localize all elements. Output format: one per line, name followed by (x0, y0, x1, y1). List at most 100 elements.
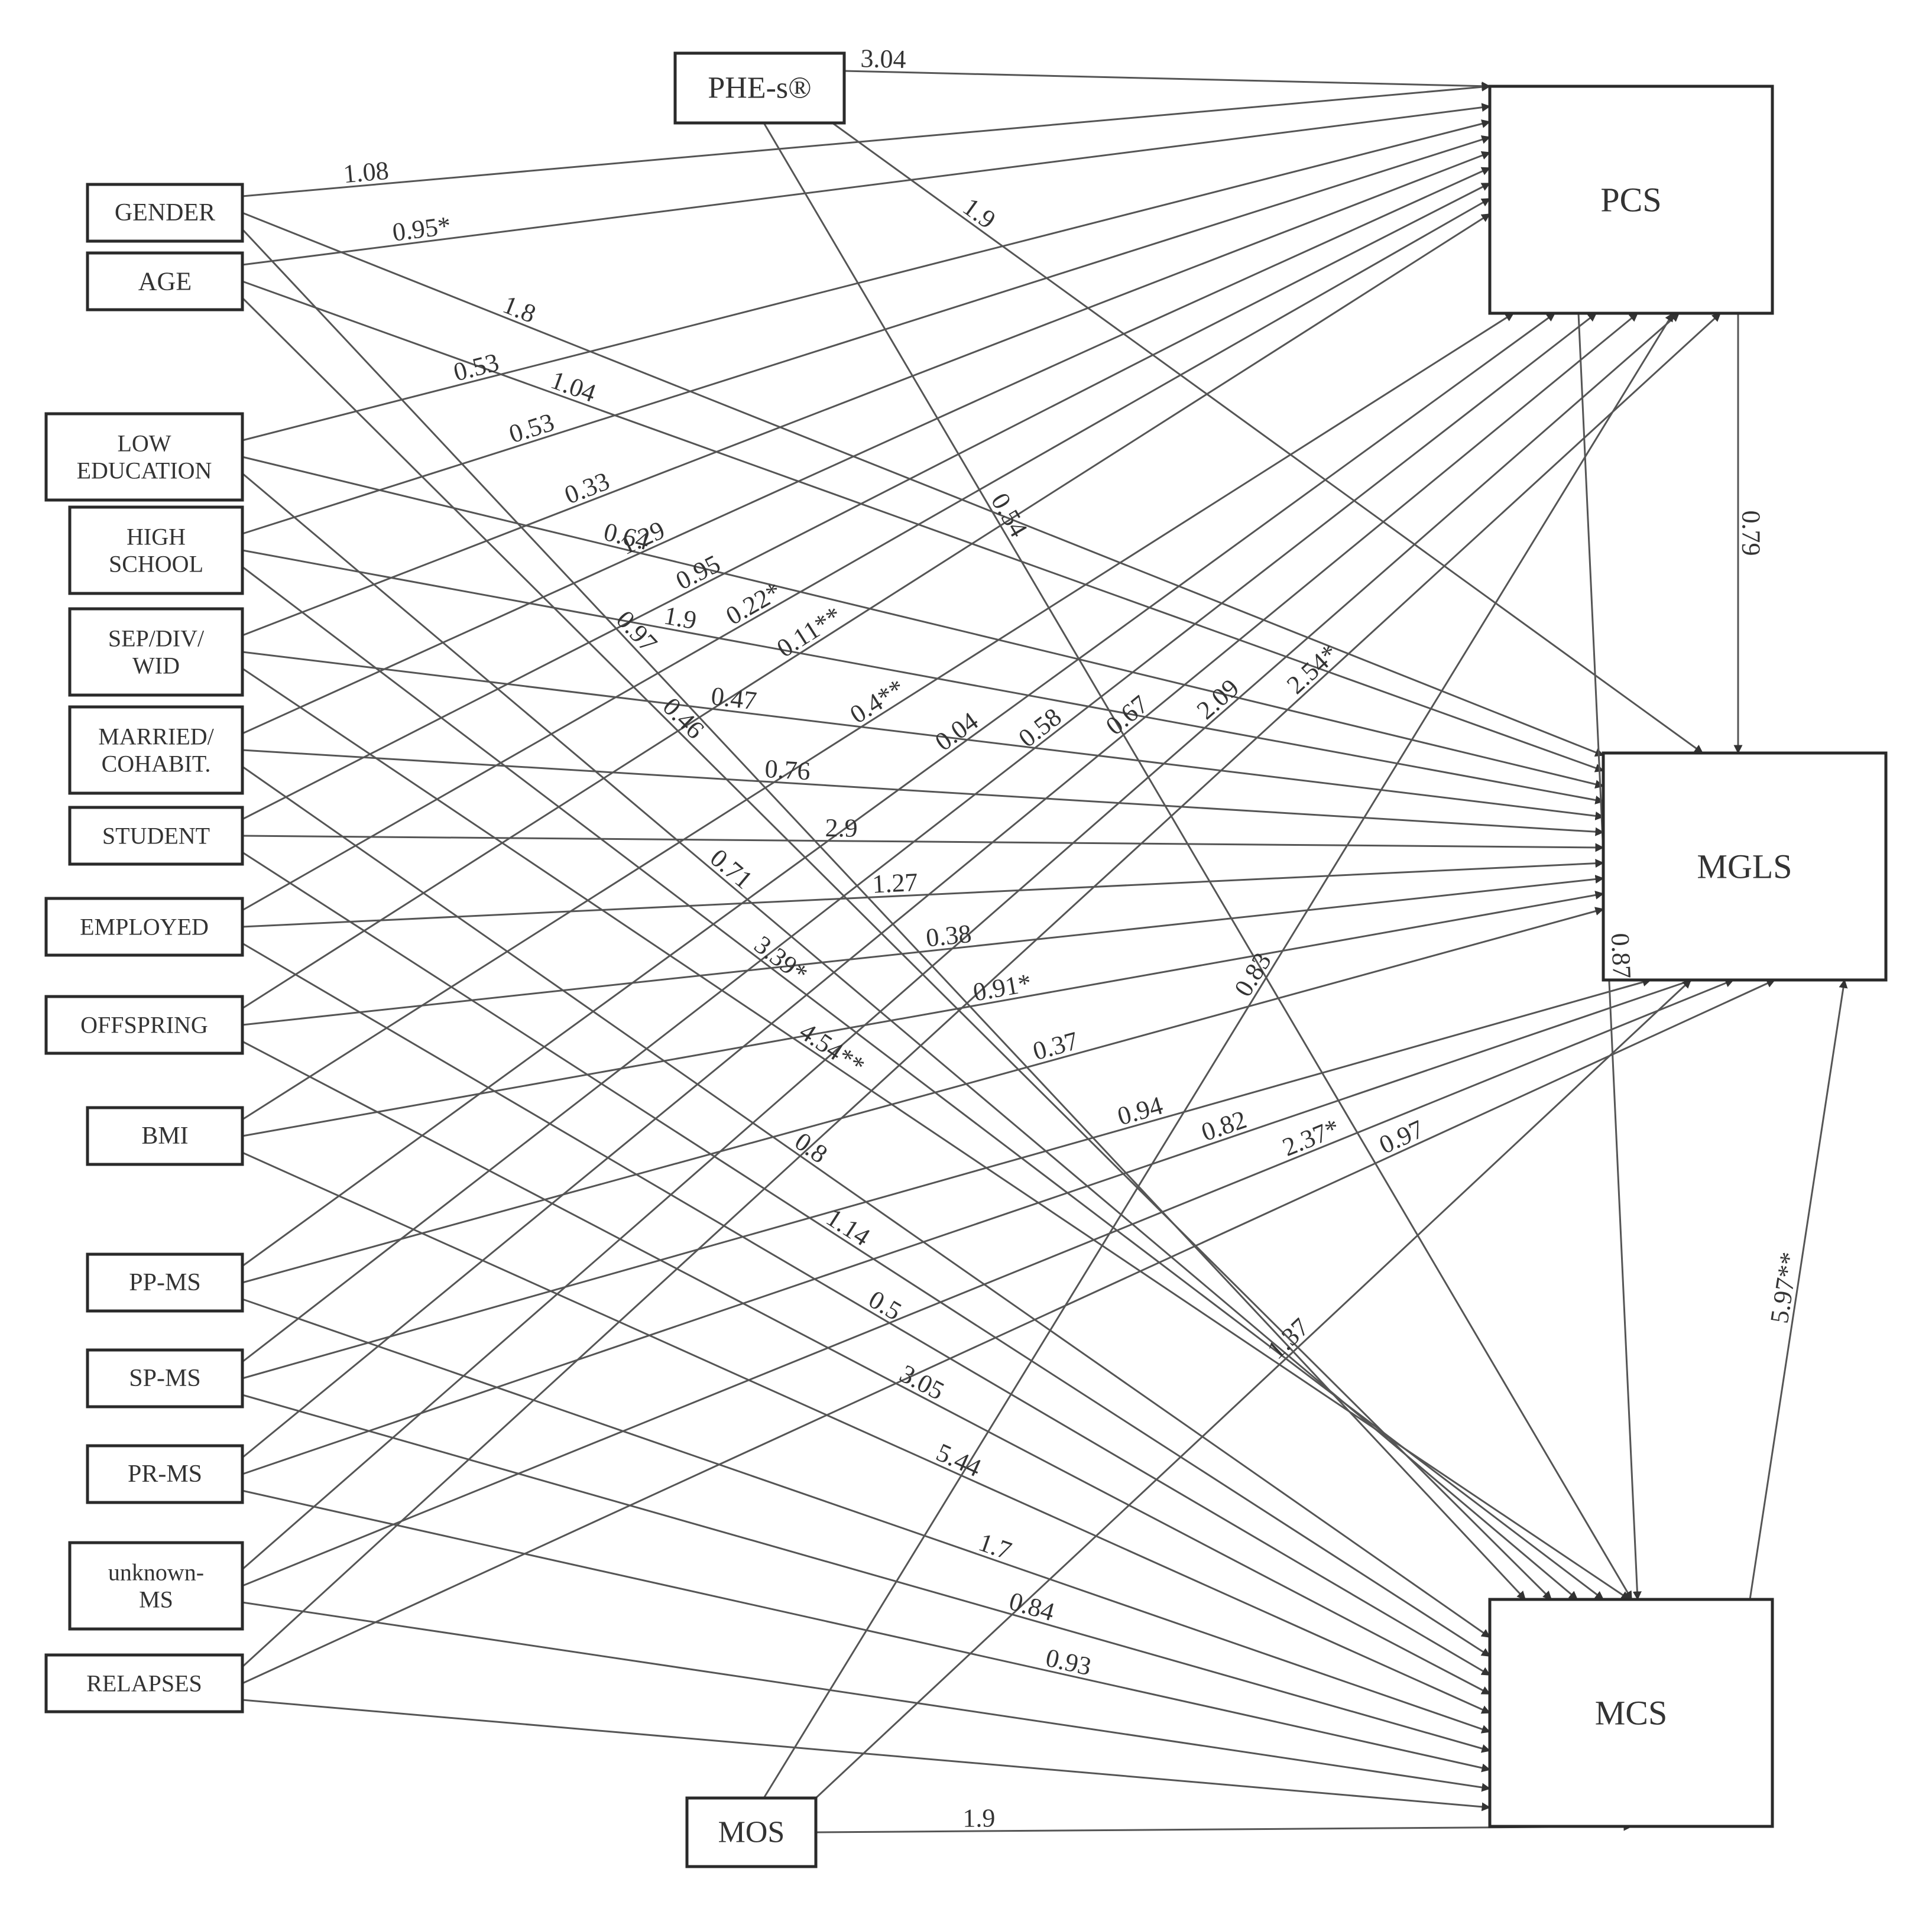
node-gender: GENDER (86, 183, 244, 243)
node-box-age (86, 251, 244, 311)
node-label-relapses: RELAPSES (86, 1670, 202, 1697)
edge-married-to-mgls (242, 749, 1604, 836)
edge-phe-to-mcs (763, 122, 1633, 1601)
edge-married-to-pcs (242, 167, 1491, 735)
edge-label-offspring-to-mgls: 0.38 (925, 919, 973, 953)
edge-label-bmi-to-pcs: 0.4** (845, 673, 910, 729)
node-box-pcs (1488, 85, 1774, 315)
edge-label-spms-to-mcs: 0.84 (1006, 1586, 1058, 1627)
edge-label-gender-to-mgls: 1.8 (499, 290, 540, 329)
node-label-married: MARRIED/ (98, 723, 214, 750)
node-unknownms: unknown-MS (68, 1541, 244, 1631)
node-label-employed: EMPLOYED (80, 914, 209, 940)
node-mos: MOS (685, 1796, 818, 1868)
node-employed: EMPLOYED (44, 897, 244, 957)
node-label-student: STUDENT (102, 823, 210, 849)
node-box-unknownms (68, 1541, 244, 1631)
edge-label-bmi-to-mgls: 0.91* (971, 968, 1033, 1007)
node-mcs: MCS (1488, 1598, 1774, 1828)
edge-label-married-to-mgls: 0.76 (764, 754, 811, 786)
node-prms: PR-MS (86, 1444, 244, 1504)
node-label-mgls: MGLS (1697, 848, 1792, 886)
node-label-married: COHABIT. (102, 751, 211, 777)
edge-age-to-mgls (242, 280, 1604, 773)
edge-label-employed-to-mgls: 1.27 (871, 868, 918, 899)
node-box-offspring (44, 995, 244, 1055)
edge-spms-to-mgls (242, 978, 1652, 1380)
node-relapses: RELAPSES (44, 1653, 244, 1713)
edge-label-highschool-to-mgls: 1.9 (662, 601, 699, 635)
edge-label-sepdiv-to-mgls: 0.47 (709, 681, 758, 716)
edge-bmi-to-pcs (242, 312, 1515, 1121)
edge-highschool-to-pcs (242, 135, 1491, 535)
edge-label-gender-to-mcs: 0.97 (611, 605, 663, 658)
node-label-pcs: PCS (1600, 181, 1661, 219)
edge-offspring-to-mcs (242, 1040, 1491, 1695)
edge-label-prms-to-mgls: 0.82 (1198, 1105, 1250, 1147)
edge-relapses-to-mgls (242, 979, 1776, 1685)
edge-mcs-to-mgls (1749, 979, 1848, 1600)
edge-student-to-mcs (242, 851, 1491, 1657)
edge-label-pcs-to-mcs: 0.87 (1606, 932, 1636, 979)
node-ppms: PP-MS (86, 1252, 244, 1313)
edge-spms-to-pcs (242, 312, 1597, 1363)
edge-label-mcs-to-mgls: 5.97** (1765, 1250, 1804, 1325)
node-bmi: BMI (86, 1106, 244, 1166)
edge-label-relapses-to-mgls: 0.97 (1375, 1114, 1428, 1160)
node-mgls: MGLS (1602, 751, 1888, 982)
node-box-mgls (1602, 751, 1888, 982)
edge-label-offspring-to-pcs: 0.11** (771, 601, 847, 663)
node-spms: SP-MS (86, 1348, 244, 1409)
node-box-lowedu (44, 412, 244, 502)
edge-gender-to-mcs (241, 228, 1526, 1601)
edge-mos-to-mgls (815, 979, 1692, 1799)
edge-label-student-to-mcs: 1.14 (821, 1203, 875, 1252)
edge-phe-to-mgls (832, 122, 1704, 754)
edge-prms-to-mgls (242, 978, 1693, 1475)
edge-label-ppms-to-pcs: 0.04 (930, 706, 984, 757)
edge-relapses-to-pcs (241, 312, 1722, 1668)
edge-employed-to-mgls (242, 859, 1604, 928)
node-sepdiv: SEP/DIV/WID (68, 607, 244, 697)
node-box-prms (86, 1444, 244, 1504)
node-label-highschool: HIGH (127, 524, 186, 550)
edge-ppms-to-mgls (242, 907, 1604, 1284)
edge-gender-to-mgls (242, 212, 1604, 757)
edge-label-mos-to-mcs: 1.9 (962, 1803, 995, 1832)
edge-label-ppms-to-mgls: 0.37 (1030, 1026, 1081, 1066)
edge-label-pcs-to-mgls: 0.79 (1737, 511, 1766, 556)
node-label-phe: PHE-s® (708, 72, 811, 105)
edge-label-phe-to-mgls: 1.9 (958, 192, 1001, 235)
node-box-spms (86, 1348, 244, 1409)
node-label-mos: MOS (718, 1816, 785, 1849)
node-married: MARRIED/COHABIT. (68, 705, 244, 795)
edge-label-employed-to-mcs: 0.5 (864, 1284, 906, 1326)
edge-label-bmi-to-mcs: 5.44 (932, 1437, 986, 1482)
edge-married-to-mcs (242, 765, 1491, 1638)
edge-highschool-to-mgls (242, 549, 1604, 804)
edge-label-highschool-to-mcs: 3.39* (749, 930, 813, 988)
node-label-bmi: BMI (141, 1122, 188, 1150)
node-label-unknownms: unknown- (108, 1559, 204, 1586)
node-label-ppms: PP-MS (129, 1269, 200, 1296)
edge-age-to-pcs (242, 103, 1491, 266)
nodes-layer: PHE-s®GENDERAGELOWEDUCATIONHIGHSCHOOLSEP… (44, 51, 1888, 1868)
edge-label-phe-to-pcs: 3.04 (860, 44, 906, 74)
edge-label-age-to-mgls: 1.04 (547, 365, 599, 408)
node-label-lowedu: EDUCATION (77, 457, 212, 484)
edge-label-sepdiv-to-pcs: 0.33 (560, 466, 614, 510)
edge-label-prms-to-pcs: 0.67 (1100, 690, 1154, 741)
node-student: STUDENT (68, 806, 244, 866)
edge-unknownms-to-mcs (242, 1601, 1491, 1792)
node-box-ppms (86, 1252, 244, 1313)
node-label-sepdiv: WID (132, 653, 180, 679)
edge-highschool-to-mcs (242, 566, 1604, 1601)
edge-lowedu-to-mgls (242, 456, 1604, 789)
edge-label-age-to-mcs: 0.46 (657, 692, 710, 745)
edge-label-unknownms-to-mgls: 2.37* (1278, 1113, 1343, 1162)
node-label-spms: SP-MS (129, 1365, 200, 1392)
edge-label-prms-to-mcs: 0.93 (1043, 1643, 1094, 1682)
node-label-sepdiv: SEP/DIV/ (108, 625, 205, 652)
